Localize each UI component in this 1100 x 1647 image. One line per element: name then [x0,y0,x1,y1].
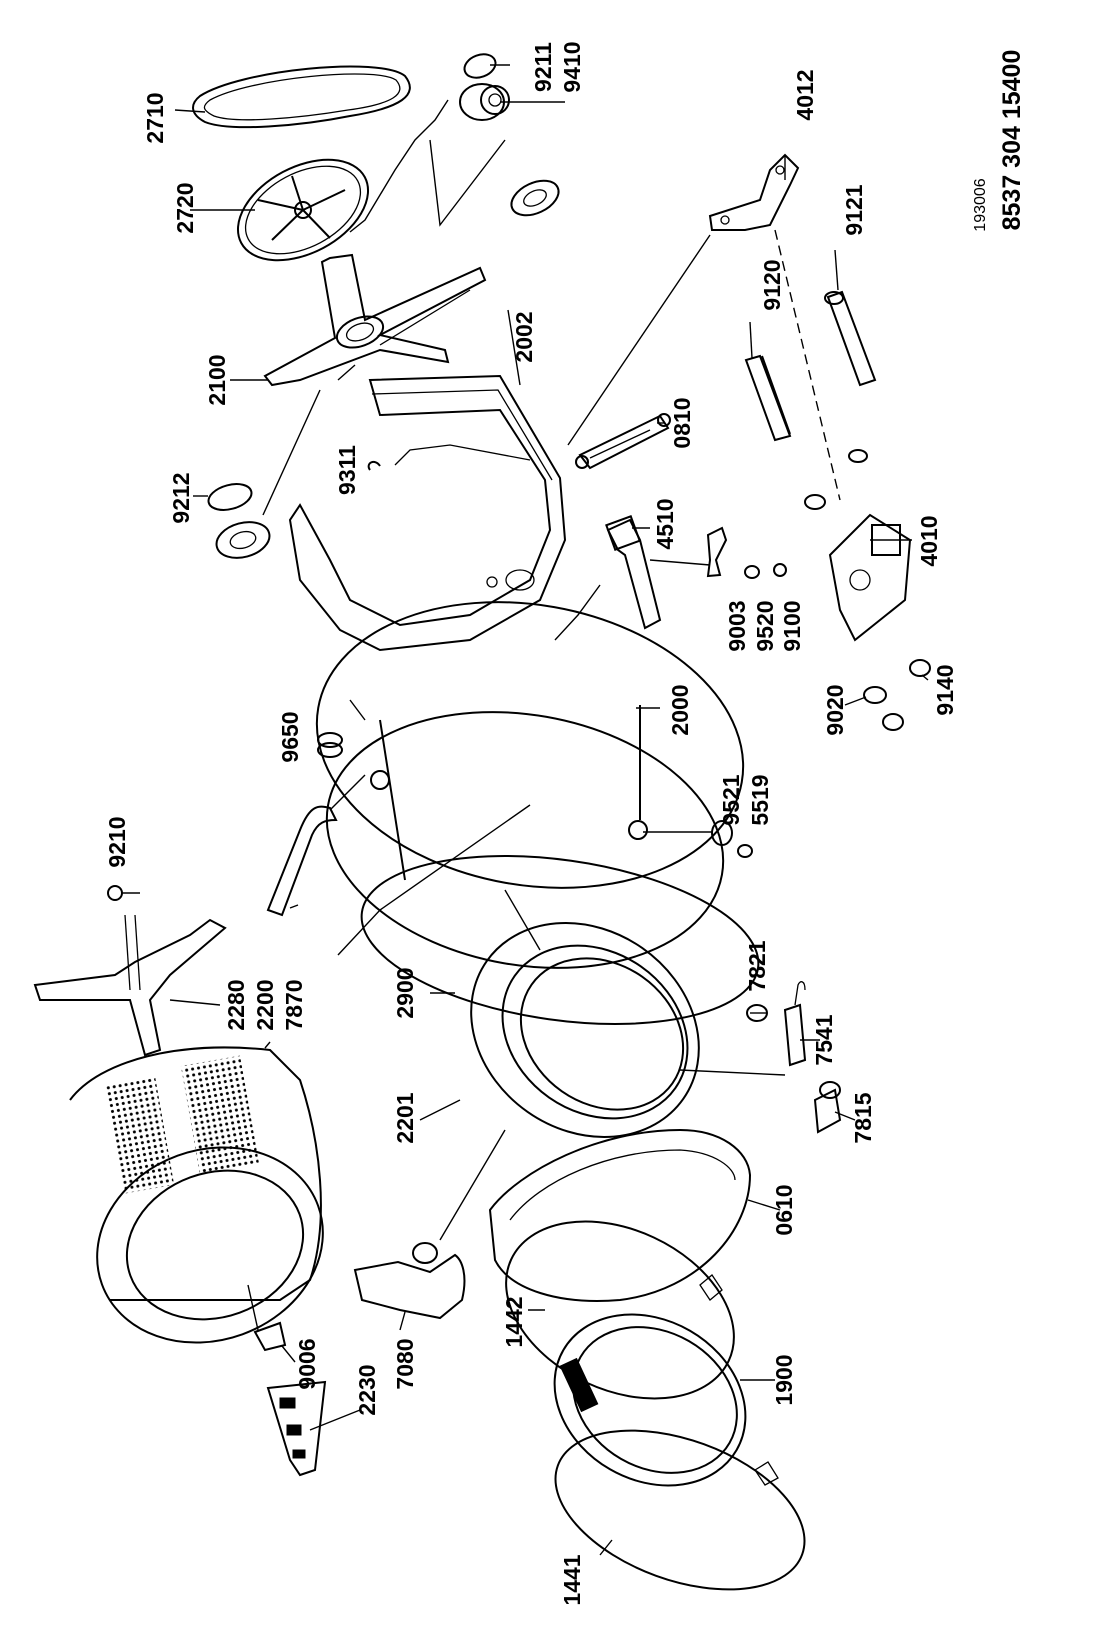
label-9210: 9210 [104,816,130,867]
label-2201: 2201 [392,1092,418,1143]
nut-9100 [773,563,787,577]
part-5519 [737,844,753,858]
motor [828,513,912,642]
label-9120: 9120 [759,259,785,310]
counterweight-rod-9120 [744,354,792,442]
plug-9650 [317,732,343,758]
assembly-guide-lines [247,99,841,1331]
label-9003: 9003 [724,600,750,651]
bearing-9212 [215,521,271,559]
label-9410: 9410 [559,41,585,92]
label-9521: 9521 [718,774,744,825]
label-7080: 7080 [392,1338,418,1389]
label-1900: 1900 [771,1354,797,1405]
label-2230: 2230 [354,1364,380,1415]
label-2720: 2720 [172,182,198,233]
front-panel-frame [488,1128,752,1302]
label-9020: 9020 [822,684,848,735]
front-tub-ring [470,922,700,1138]
label-9100: 9100 [779,600,805,651]
drum-spider [33,914,227,1057]
label-9311: 9311 [334,445,360,495]
label-0810: 0810 [669,397,695,448]
leader-lines [122,64,929,1556]
label-9650: 9650 [277,711,303,762]
door-gasket [553,1313,747,1487]
valve-7541 [783,981,807,1067]
label-9520: 9520 [752,600,778,651]
label-2710: 2710 [142,92,168,143]
grommet-7821 [746,1004,768,1022]
nut-lower [882,713,904,731]
drum-paddle [266,1380,327,1477]
label-5519: 5519 [747,774,773,825]
label-1441: 1441 [559,1554,585,1605]
clamp-ring-1441 [554,1429,806,1591]
label-2200: 2200 [252,979,278,1030]
label-7870: 7870 [281,979,307,1030]
label-1442: 1442 [501,1296,527,1347]
label-0610: 0610 [771,1184,797,1235]
part-labels: 2710 2720 9211 9410 4012 9121 9120 2002 … [104,41,1026,1605]
front-tub-half [315,601,745,969]
label-4510: 4510 [652,498,678,549]
label-2100: 2100 [204,354,230,405]
grommet-right-2 [848,449,868,463]
label-4010: 4010 [916,515,942,566]
shock-absorber [575,413,671,470]
hose-7870 [266,805,338,917]
pulley [236,158,370,262]
grommet-right-1 [804,494,826,510]
lifter-9006 [253,1321,287,1352]
label-7815: 7815 [850,1092,876,1143]
seal-ring-9212 [207,483,253,511]
rear-tub-half [288,374,567,652]
label-7541: 7541 [811,1014,837,1065]
drain-hose [353,1242,466,1320]
drum-cross-spider [263,253,487,387]
diagram-code: 193006 [972,178,989,231]
grommet-9020 [863,686,887,704]
label-9212: 9212 [168,472,194,523]
hose-connector-7815 [813,1081,842,1134]
label-2900: 2900 [392,967,418,1018]
washer-9520 [744,565,760,579]
label-9140: 9140 [932,664,958,715]
label-9121: 9121 [841,184,867,235]
label-2002: 2002 [511,311,537,362]
nut-9140 [909,659,931,677]
tub-seal-ring [360,855,760,1025]
seal-ring-9211 [463,53,497,79]
label-2280: 2280 [223,979,249,1030]
label-9211: 9211 [530,42,556,92]
bellow-9521 [711,820,733,846]
label-4012: 4012 [792,69,818,120]
bearing-small [510,179,560,217]
sensor-9003 [706,526,728,578]
document-number: 8537 304 15400 [998,50,1026,231]
label-7821: 7821 [744,940,770,991]
bracket-4012 [708,153,800,231]
drum [69,1046,324,1344]
nut-9210 [107,885,123,901]
counterweight-rod-9121 [824,290,877,387]
label-2000: 2000 [667,684,693,735]
drive-belt [192,65,411,129]
clip-9311 [367,460,381,471]
label-9006: 9006 [294,1338,320,1389]
